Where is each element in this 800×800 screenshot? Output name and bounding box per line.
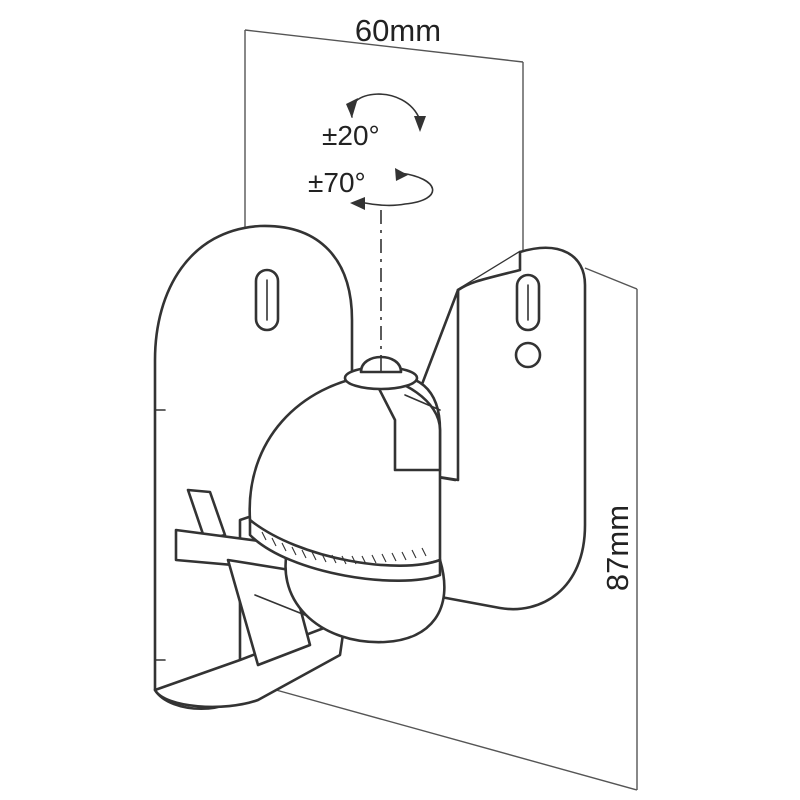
tilt-arrow-icon (346, 93, 426, 132)
height-dimension (257, 267, 638, 791)
width-label: 60mm (355, 13, 441, 48)
height-label: 87mm (600, 505, 635, 591)
tilt-label: ±20° (322, 120, 380, 151)
swivel-arrow-icon (350, 168, 434, 210)
u-arm (393, 246, 587, 611)
width-dimension (244, 29, 524, 252)
width-dimension-line (244, 29, 524, 63)
height-extension-top (584, 267, 638, 290)
bolt-head (343, 355, 419, 391)
u-arm-hole (514, 341, 542, 369)
height-extension-bottom (257, 684, 638, 791)
swivel-label: ±70° (308, 167, 366, 198)
ball-joint (248, 372, 446, 644)
